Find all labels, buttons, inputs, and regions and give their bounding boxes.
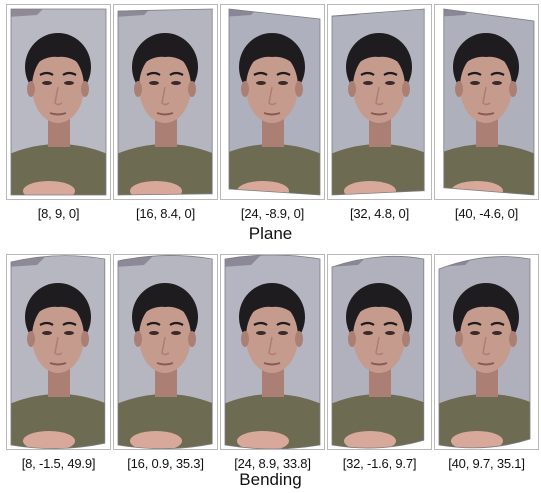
sheet-content xyxy=(118,255,213,449)
sheet-content xyxy=(118,9,213,195)
sheet-content xyxy=(332,256,424,449)
plane-caption-1: [8, 9, 0] xyxy=(37,206,80,221)
plane-face-5 xyxy=(434,4,539,200)
plane-face-1 xyxy=(6,4,111,200)
bending-caption-5: [40, 9.7, 35.1] xyxy=(448,456,525,471)
sheet-content xyxy=(332,9,425,195)
sheet-content xyxy=(439,256,530,448)
bending-face-4 xyxy=(327,254,432,450)
bending-caption-4: [32, -1.6, 9.7] xyxy=(342,456,417,471)
sheet-content xyxy=(443,9,534,195)
bending-caption-2: [16, 0.9, 35.3] xyxy=(127,456,204,471)
plane-caption-2: [16, 8.4, 0] xyxy=(135,206,196,221)
bending-face-2 xyxy=(113,254,218,450)
plane-caption-5: [40, -4.6, 0] xyxy=(454,206,519,221)
plane-face-3 xyxy=(220,4,325,200)
face-photo xyxy=(228,8,321,196)
face-photo xyxy=(331,8,425,196)
face-photo xyxy=(10,255,106,449)
plane-title: Plane xyxy=(248,224,293,243)
bending-face-3 xyxy=(220,254,325,450)
plane-face-2 xyxy=(113,4,218,200)
sheet-content xyxy=(11,9,106,195)
bending-face-1 xyxy=(6,254,111,450)
face-photo xyxy=(443,8,535,196)
sheet-content xyxy=(11,255,105,449)
plane-face-4 xyxy=(327,4,432,200)
face-photo xyxy=(331,255,425,449)
sheet-content xyxy=(225,255,320,449)
sheet-content xyxy=(229,9,320,195)
face-photo xyxy=(117,255,213,449)
face-photo xyxy=(117,8,213,196)
plane-caption-4: [32, 4.8, 0] xyxy=(349,206,410,221)
plane-caption-3: [24, -8.9, 0] xyxy=(240,206,305,221)
bending-caption-3: [24, 8.9, 33.8] xyxy=(234,456,311,471)
face-photo xyxy=(438,256,531,449)
face-photo xyxy=(224,255,321,449)
face-photo xyxy=(10,8,107,196)
bending-face-5 xyxy=(434,254,539,450)
bending-caption-1: [8, -1.5, 49.9] xyxy=(21,456,96,471)
bending-title: Bending xyxy=(239,470,302,489)
